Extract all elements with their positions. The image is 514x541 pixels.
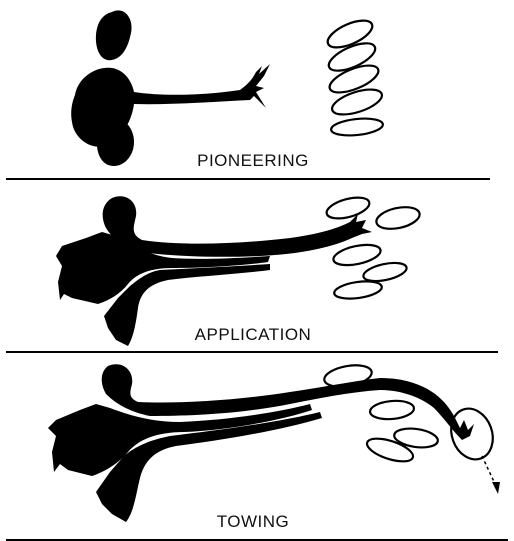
target-cells (324, 15, 385, 138)
panel-towing (48, 362, 500, 522)
panel-label-application: APPLICATION (0, 325, 510, 345)
target-cells (324, 194, 421, 302)
panel-pioneering (71, 10, 385, 166)
panel-label-pioneering: PIONEERING (0, 151, 510, 171)
tow-direction-arrow (482, 456, 500, 494)
panel-label-towing: TOWING (0, 512, 510, 532)
panel-application (56, 194, 422, 346)
cell-body-top (96, 10, 132, 60)
target-cells (323, 362, 500, 466)
